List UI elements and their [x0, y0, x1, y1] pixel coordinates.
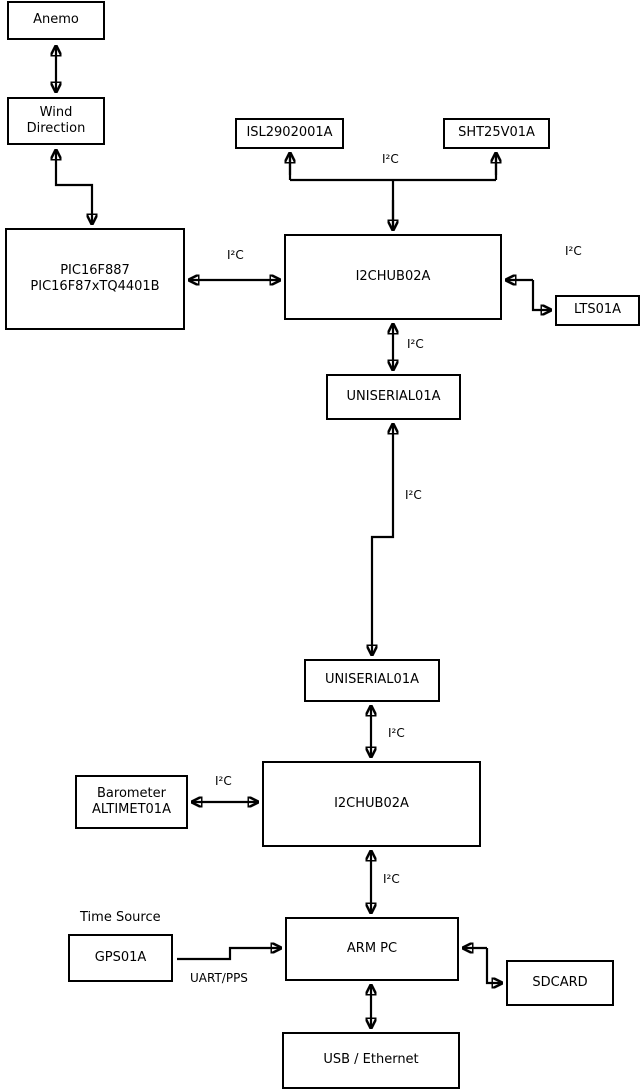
edge-label-i2c-hub-lts: I²C — [565, 244, 582, 258]
node-anemo[interactable]: Anemo — [7, 1, 105, 40]
wire-hubtop-lts-step — [531, 280, 551, 310]
edge-label-i2c-hub-sensors: I²C — [382, 152, 399, 166]
node-barometer-altimet01a[interactable]: Barometer ALTIMET01A — [75, 775, 188, 829]
edge-label-i2c-barometer-hub: I²C — [215, 774, 232, 788]
node-isl2902001a[interactable]: ISL2902001A — [235, 118, 344, 149]
edge-label-i2c-uniserial-link: I²C — [405, 488, 422, 502]
node-usb-ethernet[interactable]: USB / Ethernet — [282, 1032, 460, 1089]
node-uniserial01a-top[interactable]: UNISERIAL01A — [326, 374, 461, 420]
edge-label-i2c-pic-hub: I²C — [227, 248, 244, 262]
node-wind-direction[interactable]: Wind Direction — [7, 97, 105, 145]
wire-gps-armpc — [177, 948, 281, 961]
label-time-source: Time Source — [80, 910, 161, 925]
node-sdcard[interactable]: SDCARD — [506, 960, 614, 1006]
wire-armpc-sdcard-step — [485, 948, 502, 983]
node-pic-mcu[interactable]: PIC16F887 PIC16F87xTQ4401B — [5, 228, 185, 330]
edge-label-uart-pps: UART/PPS — [190, 971, 248, 985]
node-gps01a[interactable]: GPS01A — [68, 934, 173, 982]
node-i2chub02a-bottom[interactable]: I2CHUB02A — [262, 761, 481, 847]
node-sht25v01a[interactable]: SHT25V01A — [443, 118, 550, 149]
edge-label-i2c-hub-armpc: I²C — [383, 872, 400, 886]
edge-label-i2c-hub-uniserial: I²C — [407, 337, 424, 351]
wire-uniserial-link — [372, 424, 393, 655]
node-arm-pc[interactable]: ARM PC — [285, 917, 459, 981]
node-uniserial01a-bottom[interactable]: UNISERIAL01A — [304, 659, 440, 702]
edge-label-i2c-uniserial-hub: I²C — [388, 726, 405, 740]
node-i2chub02a-top[interactable]: I2CHUB02A — [284, 234, 502, 320]
wire-wind-pic — [56, 150, 92, 224]
node-lts01a[interactable]: LTS01A — [555, 295, 640, 326]
